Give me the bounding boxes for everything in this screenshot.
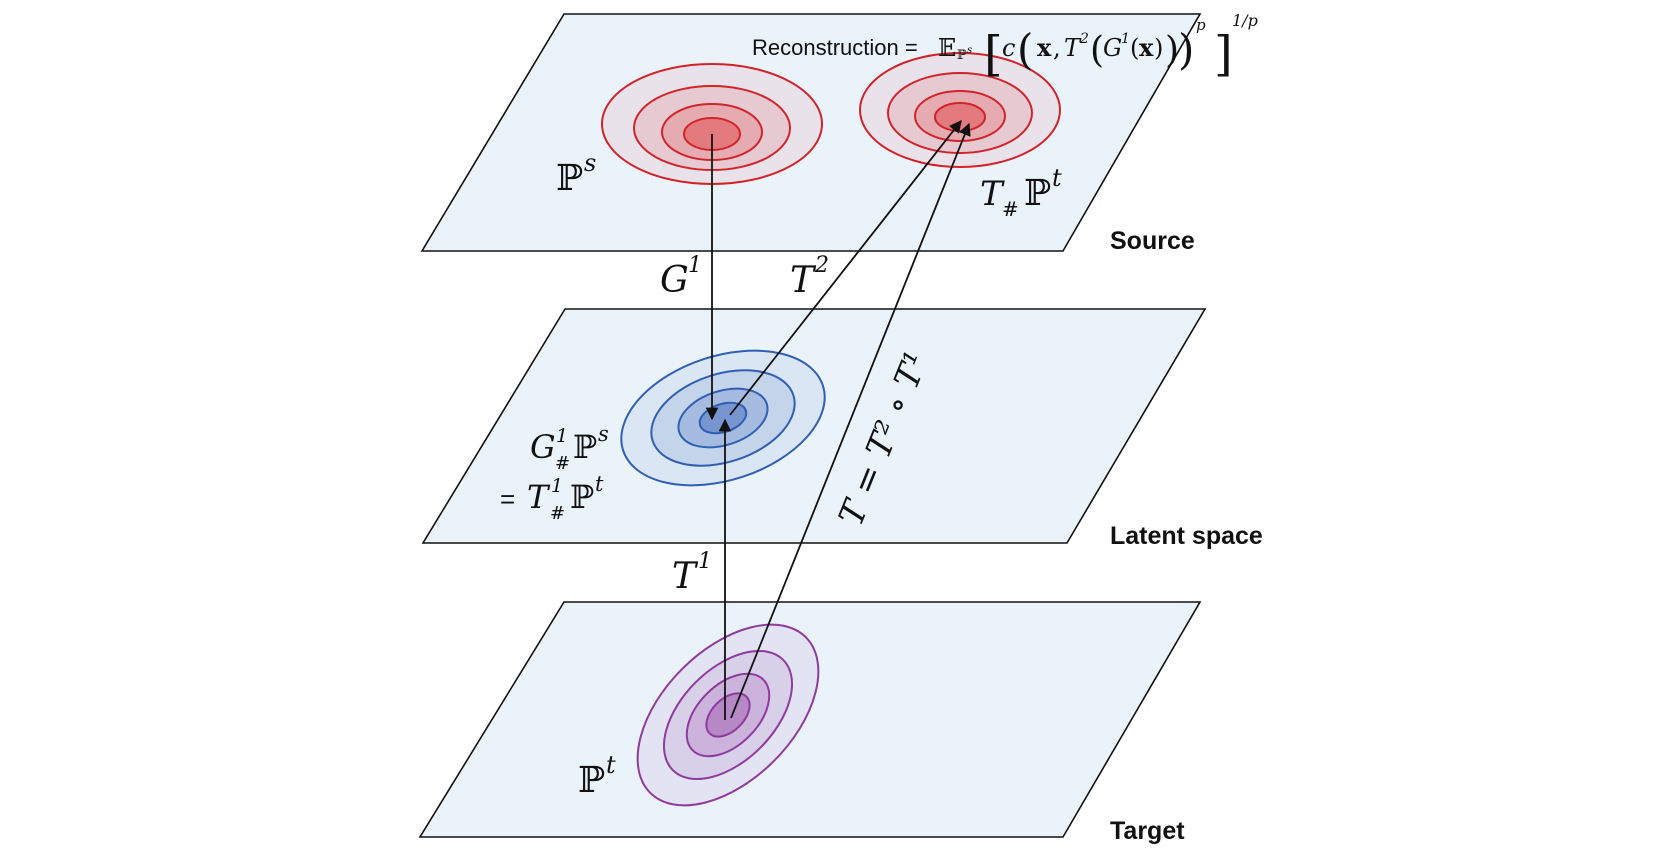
svg-text:(: ( xyxy=(1017,25,1033,74)
latent-distribution-label: G 1 # ℙ s = T 1 # ℙ t xyxy=(500,422,609,524)
latent-plane xyxy=(421,308,1207,544)
svg-text:#: # xyxy=(555,453,570,474)
svg-text:,: , xyxy=(1053,34,1061,62)
svg-text:G: G xyxy=(530,428,556,466)
t1-label: T 1 xyxy=(672,549,712,597)
svg-text:=: = xyxy=(500,484,515,514)
svg-text:2: 2 xyxy=(814,253,829,278)
svg-text:T: T xyxy=(980,174,1005,214)
svg-text:1: 1 xyxy=(556,425,568,447)
composite-arrow xyxy=(730,122,971,719)
t2-label: T 2 xyxy=(790,253,829,301)
svg-text:ℙ: ℙ xyxy=(570,478,594,516)
latent-layer-label: Latent space xyxy=(1110,522,1263,550)
svg-text:𝔼: 𝔼 xyxy=(938,34,956,62)
g1-label: G 1 xyxy=(660,253,702,301)
svg-text:ℙ: ℙ xyxy=(1024,173,1051,214)
pushforward-distribution-label: T # ℙ t xyxy=(980,164,1062,221)
svg-text:s: s xyxy=(584,149,596,177)
source-layer-label: Source xyxy=(1110,227,1195,255)
svg-text:(: ( xyxy=(1130,34,1139,62)
svg-text:1: 1 xyxy=(551,475,563,497)
svg-text:1: 1 xyxy=(688,253,702,278)
svg-text:T: T xyxy=(790,260,817,301)
svg-text:2: 2 xyxy=(1079,31,1089,47)
svg-text:x: x xyxy=(1037,33,1052,62)
svg-text:): ) xyxy=(1165,30,1179,71)
svg-text:]: ] xyxy=(1214,26,1233,82)
pushforward-distribution-contours xyxy=(859,52,1061,168)
svg-text:T: T xyxy=(527,478,551,516)
svg-text:s: s xyxy=(598,422,609,446)
svg-text:ℙ: ℙ xyxy=(556,158,583,199)
target-plane xyxy=(418,601,1202,838)
svg-text:ℙ: ℙ xyxy=(573,428,597,466)
svg-text:[: [ xyxy=(984,26,1003,82)
svg-text:1/p: 1/p xyxy=(1232,11,1258,30)
svg-text:1: 1 xyxy=(1121,31,1130,47)
svg-text:t: t xyxy=(606,751,616,779)
target-distribution-contours xyxy=(636,623,820,807)
svg-text:#: # xyxy=(550,503,565,524)
svg-text:): ) xyxy=(1154,34,1163,62)
svg-text:x: x xyxy=(1139,33,1154,62)
svg-text:s: s xyxy=(967,45,972,56)
svg-text:G: G xyxy=(660,260,689,301)
target-layer-label: Target xyxy=(1110,817,1185,845)
svg-text:c: c xyxy=(1002,34,1015,62)
svg-text:G: G xyxy=(1103,34,1122,62)
source-plane xyxy=(420,13,1202,252)
svg-text:t: t xyxy=(1052,164,1062,192)
svg-text:1: 1 xyxy=(698,549,712,574)
svg-text:T: T xyxy=(1064,34,1082,62)
svg-text:(: ( xyxy=(1090,30,1104,71)
svg-text:): ) xyxy=(1178,25,1194,74)
svg-text:t: t xyxy=(595,472,604,496)
source-distribution-label: ℙ s xyxy=(556,149,596,199)
svg-text:T: T xyxy=(672,556,699,597)
target-distribution-label: ℙ t xyxy=(578,751,616,801)
svg-text:Reconstruction =: Reconstruction = xyxy=(752,35,918,60)
svg-text:ℙ: ℙ xyxy=(957,48,967,63)
reconstruction-formula: Reconstruction = 𝔼 ℙ s [ c ( x , T 2 ( G… xyxy=(752,11,1258,82)
svg-text:#: # xyxy=(1002,197,1019,221)
svg-text:ℙ: ℙ xyxy=(578,760,605,801)
svg-text:p: p xyxy=(1196,16,1206,34)
t2-arrow xyxy=(729,120,962,416)
